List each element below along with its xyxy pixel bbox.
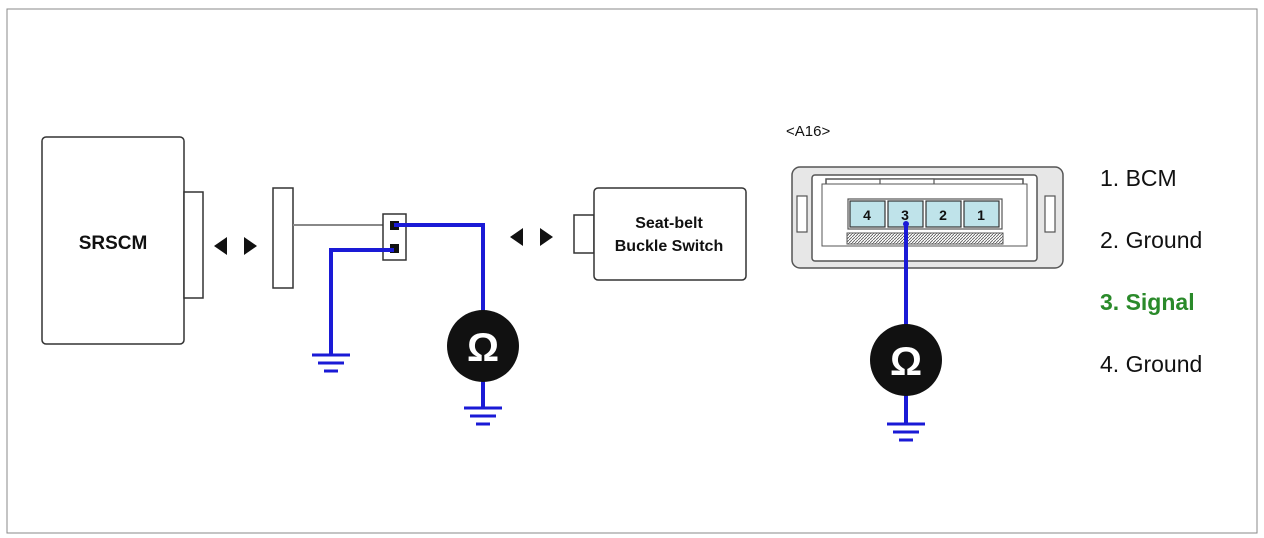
svg-text:Ω: Ω [890,340,922,384]
switch-label-line1: Seat-belt [635,215,703,232]
legend-item: 2. Ground [1100,227,1202,253]
a16-connector: 4 3 2 1 [791,166,1064,269]
buckle-switch: Seat-belt Buckle Switch [573,187,747,281]
svg-text:3: 3 [901,207,909,223]
srscm-module: SRSCM [41,136,204,345]
connector-id: <A16> [786,123,830,140]
ohmmeter-icon: Ω [447,310,519,382]
pin-cell: 4 [849,200,886,228]
svg-text:1: 1 [977,207,985,223]
svg-text:2: 2 [939,207,947,223]
ground-icon [464,406,502,426]
connection-arrow-icon [214,237,257,255]
svg-text:Ω: Ω [467,326,499,370]
pin-cell: 1 [963,200,1000,228]
legend-item: 4. Ground [1100,351,1202,377]
ground-icon [887,422,925,442]
pin-cell: 2 [925,200,962,228]
harness-connector [272,187,294,289]
two-pin-connector [382,213,407,261]
test-lead-wires [329,223,485,408]
legend-item-highlighted: 3. Signal [1100,289,1195,315]
pin-legend: 1. BCM 2. Ground 3. Signal 4. Ground [1100,165,1202,377]
switch-label-line2: Buckle Switch [615,238,723,255]
legend-item: 1. BCM [1100,165,1177,191]
connection-arrow-icon [510,228,553,246]
ground-icon [312,353,350,373]
probe-point [903,221,909,227]
svg-text:4: 4 [863,207,871,223]
srscm-label: SRSCM [79,233,148,254]
ohmmeter-icon: Ω [870,324,942,396]
